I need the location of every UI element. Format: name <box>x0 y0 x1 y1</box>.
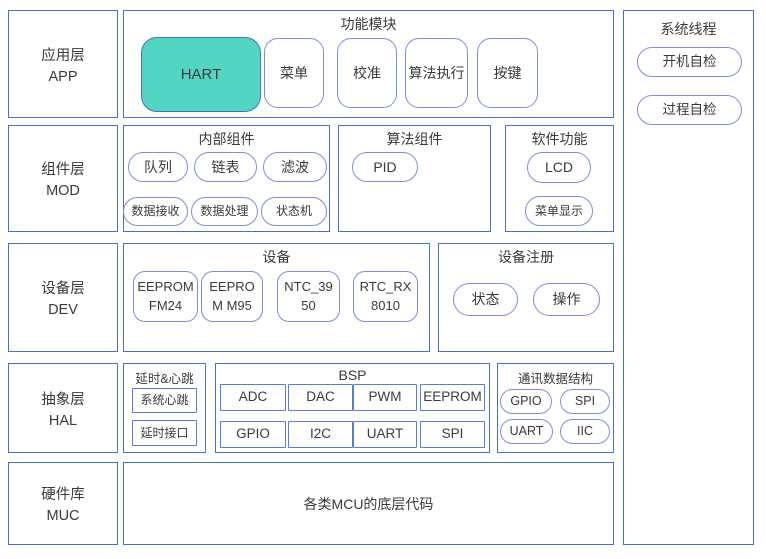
internal-components-title: 内部组件 <box>198 131 255 147</box>
node-keys: 按键 <box>477 38 538 108</box>
node-eeprom: EEPROM <box>420 384 485 411</box>
node-spi: SPI <box>420 421 485 448</box>
node-system-heartbeat: 系统心跳 <box>132 388 197 413</box>
node-ntc-3950: NTC_3950 <box>277 271 340 322</box>
devices-title: 设备 <box>262 249 291 265</box>
algorithm-components-title: 算法组件 <box>386 131 443 147</box>
node-comm-spi: SPI <box>560 389 610 414</box>
node-comm-gpio: GPIO <box>500 389 552 414</box>
layer-box-app: 应用层 APP <box>8 10 118 118</box>
system-threads-box: 系统线程 <box>623 10 754 545</box>
bsp-title: BSP <box>338 367 367 383</box>
layer-mod-code: MOD <box>46 183 80 199</box>
layer-dev-name: 设备层 <box>41 281 85 297</box>
node-gpio: GPIO <box>220 421 286 448</box>
node-linked-list: 链表 <box>194 152 257 182</box>
node-queue: 队列 <box>128 152 188 182</box>
layer-box-muc: 硬件库 MUC <box>8 462 118 545</box>
node-data-process: 数据处理 <box>191 197 258 226</box>
node-uart: UART <box>353 421 417 448</box>
node-menu-display: 菜单显示 <box>525 196 593 226</box>
node-lcd: LCD <box>527 152 591 183</box>
layer-dev-code: DEV <box>48 302 78 318</box>
node-comm-iic: IIC <box>560 419 610 444</box>
node-hart: HART <box>141 37 261 112</box>
layer-hal-name: 抽象层 <box>41 391 85 408</box>
node-process-selftest: 过程自检 <box>637 95 742 125</box>
system-threads-title: 系统线程 <box>660 21 717 37</box>
layer-box-mod: 组件层 MOD <box>8 125 118 232</box>
layer-mod-name: 组件层 <box>41 162 85 178</box>
node-algorithm-exec: 算法执行 <box>405 38 468 108</box>
node-pwm: PWM <box>353 384 417 411</box>
node-comm-uart: UART <box>500 419 553 444</box>
delay-heartbeat-title: 延时&心跳 <box>135 372 194 386</box>
node-rtc-rx8010: RTC_RX8010 <box>353 271 418 322</box>
node-eeprom-fm24: EEPROM FM24 <box>133 271 198 322</box>
layer-box-hal: 抽象层 HAL <box>8 363 118 453</box>
node-i2c: I2C <box>288 421 353 448</box>
node-data-receive: 数据接收 <box>123 197 188 226</box>
node-menu: 菜单 <box>264 38 324 108</box>
node-state-machine: 状态机 <box>261 197 327 226</box>
node-boot-selftest: 开机自检 <box>637 47 742 77</box>
node-filter: 滤波 <box>263 152 327 182</box>
layer-muc-code: MUC <box>46 508 80 524</box>
hardware-lib-text: 各类MCU的底层代码 <box>303 495 434 512</box>
layer-app-code: APP <box>48 68 78 85</box>
node-delay-interface: 延时接口 <box>132 420 197 446</box>
node-operation: 操作 <box>533 283 600 316</box>
hardware-lib-box: 各类MCU的底层代码 <box>123 462 614 545</box>
layer-muc-name: 硬件库 <box>41 487 85 503</box>
layer-hal-code: HAL <box>48 412 78 429</box>
software-functions-title: 软件功能 <box>531 131 588 147</box>
node-calibration: 校准 <box>337 38 397 108</box>
comm-structures-title: 通讯数据结构 <box>517 372 593 386</box>
node-pid: PID <box>352 152 418 182</box>
layer-app-name: 应用层 <box>41 47 85 64</box>
node-status: 状态 <box>453 283 518 316</box>
function-modules-title: 功能模块 <box>340 16 397 32</box>
device-registration-title: 设备注册 <box>498 249 554 265</box>
node-dac: DAC <box>288 384 353 411</box>
node-eeprom-m95: EEPROM M95 <box>201 271 263 322</box>
layer-box-dev: 设备层 DEV <box>8 243 118 352</box>
node-adc: ADC <box>220 384 286 411</box>
